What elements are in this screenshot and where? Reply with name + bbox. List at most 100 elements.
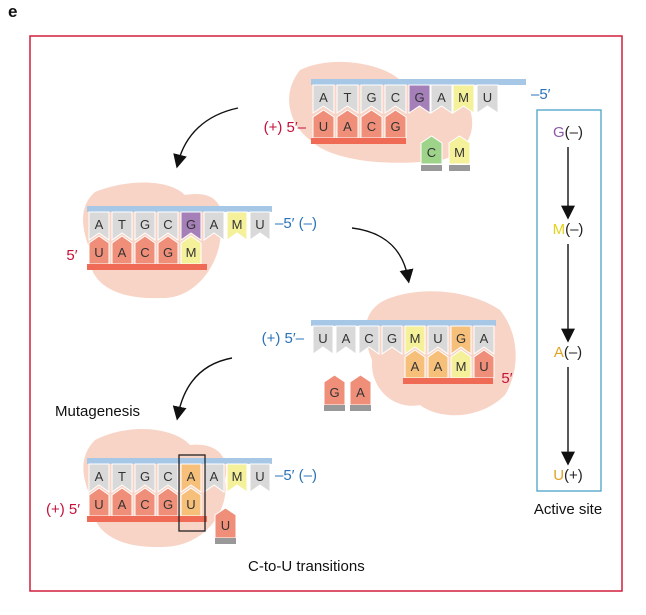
step2-template-base-5-letter: A: [210, 217, 219, 232]
active-site-base-2: A: [554, 344, 564, 361]
step1-template-base-7: [476, 84, 499, 114]
step3-template-base-0: [312, 325, 334, 355]
step1-rna-label: (+) 5′–: [264, 119, 307, 136]
step2-template-base-1: [111, 211, 133, 241]
step1-rna-base-1-letter: A: [343, 119, 352, 134]
step2-template-base-1-letter: T: [118, 217, 126, 232]
step4-template-end: –5′ (–): [275, 467, 317, 484]
active-site-charge-3: (+): [564, 467, 583, 484]
step4-template-base-4: [180, 463, 202, 493]
step3-free-nt-0-letter: G: [329, 385, 339, 400]
step1-free-nt-1-letter: M: [454, 145, 465, 160]
step1-template-base-1: [336, 84, 359, 114]
step3-rna-base-0-letter: A: [411, 359, 420, 374]
step3-template-base-7: [473, 325, 495, 355]
step4-template-base-0: [88, 463, 110, 493]
step4-template-base-6-letter: M: [232, 469, 243, 484]
step2-template-base-6: [226, 211, 248, 241]
step3-template-base-5: [427, 325, 449, 355]
step2-rna-base-0-letter: U: [94, 245, 103, 260]
mutation-highlight-box: [178, 454, 206, 532]
step3-rna-base-1-letter: A: [434, 359, 443, 374]
step2-rna-base-3-letter: G: [163, 245, 173, 260]
step1-template-base-6-letter: M: [458, 90, 469, 105]
step2-rna-base-4-letter: M: [186, 245, 197, 260]
step2-template-backbone: [87, 206, 272, 212]
step1-template-base-6: [452, 84, 475, 114]
step3-template-base-2-letter: C: [364, 331, 373, 346]
step1-template-base-3-letter: C: [391, 90, 400, 105]
active-site-charge-2: (–): [564, 344, 582, 361]
step3-template-base-6: [450, 325, 472, 355]
step3-rna-label: 5′: [501, 370, 512, 387]
step1-free-nt-0: [420, 135, 443, 165]
step4-template-base-3-letter: C: [163, 469, 172, 484]
step3-template-base-1-letter: A: [342, 331, 351, 346]
step4-template-base-4-letter: A: [187, 469, 196, 484]
step2-template-base-3: [157, 211, 179, 241]
arrow-step3-to-step4: [172, 357, 233, 421]
step4-template-base-5-letter: A: [210, 469, 219, 484]
step4-template-base-1: [111, 463, 133, 493]
step4-rna-base-2-letter: C: [140, 497, 149, 512]
step4-template-base-3: [157, 463, 179, 493]
active-site-box: [536, 109, 602, 492]
step1-template-base-2-letter: G: [366, 90, 376, 105]
step4-template-base-1-letter: T: [118, 469, 126, 484]
panel-label: e: [8, 2, 18, 21]
active-site-label: Active site: [534, 501, 602, 518]
step1-rna-base-2-letter: C: [367, 119, 376, 134]
step3-rna-base-2-letter: M: [456, 359, 467, 374]
step2-template-base-4: [180, 211, 202, 241]
step2-template-base-2-letter: G: [140, 217, 150, 232]
step4-rna-base-3-letter: G: [163, 497, 173, 512]
step1-template-base-1-letter: T: [344, 90, 352, 105]
step3-template-backbone: [311, 320, 496, 326]
mutagenesis-label: Mutagenesis: [55, 403, 140, 420]
step1-template-base-4-letter: G: [414, 90, 424, 105]
step4-rna-base-0-letter: U: [94, 497, 103, 512]
step1-rna-backbone: [311, 138, 406, 144]
step4-rna-label: (+) 5′: [46, 501, 80, 518]
step3-template-base-5-letter: U: [433, 331, 442, 346]
step2-template-base-3-letter: C: [163, 217, 172, 232]
step3-template-base-4-letter: M: [410, 331, 421, 346]
step2-rna-base-2-letter: C: [140, 245, 149, 260]
step4-template-base-0-letter: A: [95, 469, 104, 484]
step2-template-end: –5′ (–): [275, 215, 317, 232]
step4-rna-backbone: [87, 516, 207, 522]
step1-free-nt-0-letter: C: [427, 145, 436, 160]
step3-template-base-6-letter: G: [456, 331, 466, 346]
step3-template-label: (+) 5′–: [262, 330, 305, 347]
step4-template-base-7: [249, 463, 271, 493]
step1-template-end: –5′: [531, 86, 551, 103]
active-site-base-3: U: [553, 467, 564, 484]
step3-free-nt-triphosphate-0: [324, 405, 345, 411]
step4-template-base-2: [134, 463, 156, 493]
active-site-state-3: U(+): [553, 467, 583, 484]
step1-rna-base-3-letter: G: [390, 119, 400, 134]
step2-template-base-0-letter: A: [95, 217, 104, 232]
active-site-charge-1: (–): [565, 221, 583, 238]
step2-template-base-7-letter: U: [255, 217, 264, 232]
step2-rna-base-1-letter: A: [118, 245, 127, 260]
step1-free-nt-triphosphate-0: [421, 165, 442, 171]
step2-template-base-4-letter: G: [186, 217, 196, 232]
active-site-state-2: A(–): [554, 344, 582, 361]
step1-template-base-0: [312, 84, 335, 114]
active-site-base-0: G: [553, 124, 565, 141]
arrow-step1-to-step2: [173, 107, 239, 169]
step2-template-base-5: [203, 211, 225, 241]
step2-template-base-6-letter: M: [232, 217, 243, 232]
step4-free-nt-0-letter: U: [221, 518, 230, 533]
step2-rna-backbone: [87, 264, 207, 270]
step4-template-base-2-letter: G: [140, 469, 150, 484]
step4-template-base-6: [226, 463, 248, 493]
active-site-base-1: M: [553, 221, 566, 238]
step1-template-base-4: [408, 84, 431, 114]
step1-free-nt-triphosphate-1: [449, 165, 470, 171]
step1-rna-base-0-letter: U: [319, 119, 328, 134]
step1-template-base-2: [360, 84, 383, 114]
arrow-step2-to-step3: [351, 227, 414, 284]
